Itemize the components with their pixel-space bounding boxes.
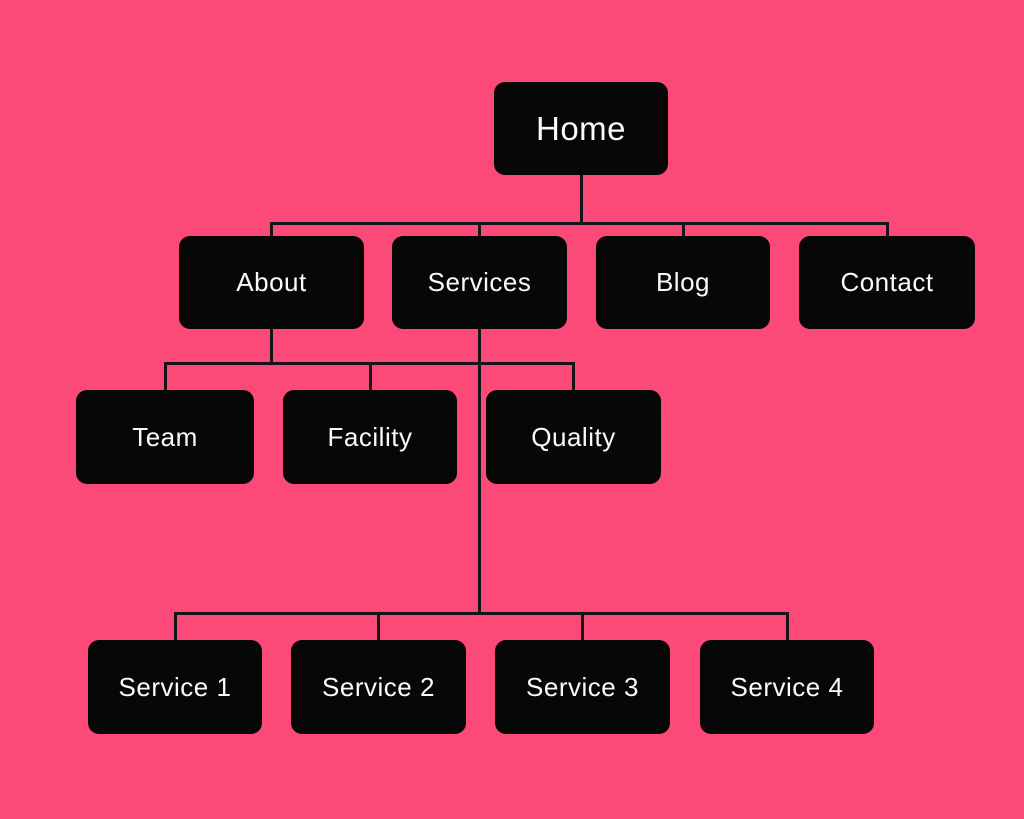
node-about-label: About	[236, 267, 307, 297]
node-service1-label: Service 1	[118, 671, 232, 702]
node-blog[interactable]: Blog	[596, 236, 770, 329]
connector-services-stub	[478, 222, 481, 236]
node-service3-label: Service 3	[526, 671, 639, 702]
connector-services-vertical	[478, 329, 481, 612]
connector-home-vertical	[580, 175, 583, 223]
node-team-label: Team	[132, 421, 198, 452]
node-facility[interactable]: Facility	[283, 390, 457, 484]
connector-services-children-horizontal	[174, 612, 789, 615]
connector-facility-stub	[369, 362, 372, 390]
node-blog-label: Blog	[655, 267, 711, 297]
node-services[interactable]: Services	[392, 236, 567, 329]
connector-level2-horizontal	[270, 222, 889, 225]
node-contact-label: Contact	[840, 267, 934, 297]
node-service1[interactable]: Service 1	[88, 640, 262, 734]
connector-about-stub	[270, 222, 273, 236]
connector-contact-stub	[886, 222, 889, 236]
node-contact[interactable]: Contact	[799, 236, 975, 329]
connector-blog-stub	[682, 222, 685, 236]
connector-service2-stub	[377, 612, 380, 640]
node-facility-label: Facility	[327, 421, 413, 452]
node-home[interactable]: Home	[494, 82, 668, 175]
node-service2-label: Service 2	[322, 671, 435, 702]
node-quality[interactable]: Quality	[486, 390, 661, 484]
node-service2[interactable]: Service 2	[291, 640, 466, 734]
connector-quality-stub	[572, 362, 575, 390]
node-about[interactable]: About	[179, 236, 364, 329]
connector-about-vertical	[270, 329, 273, 362]
node-team[interactable]: Team	[76, 390, 254, 484]
node-service3[interactable]: Service 3	[495, 640, 670, 734]
connector-team-stub	[164, 362, 167, 390]
connector-service3-stub	[581, 612, 584, 640]
node-home-label: Home	[535, 109, 627, 147]
node-service4-label: Service 4	[730, 671, 844, 702]
connector-service4-stub	[786, 612, 789, 640]
node-service4[interactable]: Service 4	[700, 640, 874, 734]
connector-service1-stub	[174, 612, 177, 640]
node-quality-label: Quality	[531, 421, 616, 452]
node-services-label: Services	[427, 267, 532, 297]
